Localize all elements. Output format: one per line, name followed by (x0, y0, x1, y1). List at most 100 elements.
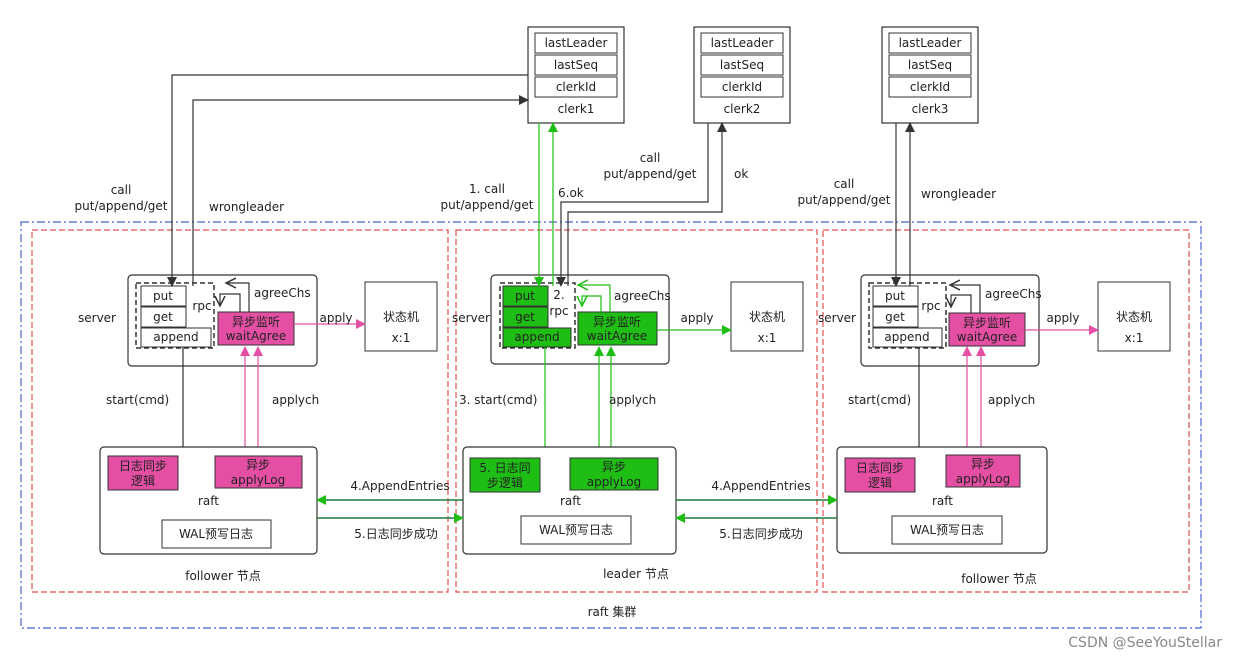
leader-role-label: leader 节点 (603, 567, 669, 581)
right-append-label: append (884, 330, 929, 344)
leader-log-sync (469, 457, 541, 493)
right-wal-box (891, 515, 1003, 545)
left-async-monitor (217, 311, 295, 346)
clerk2-name: clerk2 (724, 102, 761, 116)
clerk2-field-lastseq: lastSeq (720, 58, 764, 72)
leader-state-machine-value: x:1 (758, 331, 777, 345)
clerk2-call-arrow (556, 123, 709, 287)
left-async-apply (214, 455, 303, 489)
right-get-button (872, 306, 919, 328)
leader-apply-label: apply (680, 311, 713, 325)
follower-node-right-frame (822, 229, 1190, 593)
leader-applych-label: applych (609, 393, 656, 407)
leader-async-apply-line2: applyLog (587, 475, 641, 489)
leader-get-button (502, 306, 549, 328)
right-append-entries-label: 4.AppendEntries (711, 479, 810, 493)
left-apply-label: apply (319, 311, 352, 325)
clerk3-field-lastleader: lastLeader (899, 36, 962, 50)
leader-call-line2: put/append/get (441, 198, 534, 212)
clerk2-call-line1: call (640, 151, 661, 165)
leader-get-label: get (515, 310, 535, 324)
right-start-label: start(cmd) (848, 393, 911, 407)
leader-wal-label: WAL预写日志 (539, 523, 613, 537)
left-state-machine (364, 281, 438, 352)
leader-agree-arrow-inner (582, 295, 602, 312)
right-async-monitor (948, 312, 1026, 347)
leader-put-button (502, 285, 549, 307)
left-sync-success-label: 5.日志同步成功 (354, 527, 437, 541)
clerk2-box: lastLeader lastSeq clerkId clerk2 (693, 26, 791, 124)
left-wrongleader-arrow (192, 95, 529, 286)
leader-rpc-step: 2. (553, 288, 564, 302)
right-async-apply-line1: 异步 (971, 457, 995, 471)
leader-async-apply-line1: 异步 (602, 460, 626, 474)
leader-state-machine (730, 281, 804, 352)
right-state-machine (1097, 281, 1171, 352)
left-async-apply-line1: 异步 (246, 458, 270, 472)
left-wrongleader-label: wrongleader (209, 200, 284, 214)
clerk2-ok-label: ok (734, 167, 748, 181)
left-append-entries-label: 4.AppendEntries (350, 479, 449, 493)
leader-server-label: server (452, 311, 490, 325)
right-call-line1: call (834, 177, 855, 191)
left-async-monitor-line2: waitAgree (226, 329, 286, 343)
clerk3-field-lastseq: lastSeq (908, 58, 952, 72)
leader-async-monitor-line2: waitAgree (587, 329, 647, 343)
right-log-sync-line2: 逻辑 (868, 476, 892, 490)
right-append-button (872, 327, 943, 348)
raft-cluster-label: raft 集群 (588, 604, 637, 619)
left-call-line2: put/append/get (75, 199, 168, 213)
right-applych-label: applych (988, 393, 1035, 407)
left-agree-arrow-inner (220, 293, 241, 312)
leader-log-sync-line1: 5. 日志同 (479, 461, 530, 475)
clerk1-field-lastseq: lastSeq (554, 58, 598, 72)
right-log-sync (844, 457, 916, 493)
leader-async-monitor (577, 311, 658, 346)
left-async-apply-line2: applyLog (231, 473, 285, 487)
left-rpc-label: rpc (192, 299, 211, 313)
leader-state-machine-title: 状态机 (749, 310, 785, 324)
right-put-label: put (885, 289, 905, 303)
right-rpc-frame (868, 282, 947, 349)
leader-put-label: put (515, 289, 535, 303)
right-log-sync-line1: 日志同步 (856, 461, 904, 475)
right-get-label: get (885, 310, 905, 324)
clerk1-name: clerk1 (558, 102, 595, 116)
right-wrongleader-label: wrongleader (921, 187, 996, 201)
right-agree-arrow-inner (951, 294, 972, 313)
left-append-label: append (153, 330, 198, 344)
left-log-sync-line1: 日志同步 (119, 459, 167, 473)
clerk1-field-clerkid: clerkId (556, 80, 596, 94)
right-agree-arrow-outer (950, 285, 981, 313)
leader-call-line1: 1. call (469, 182, 505, 196)
leader-rpc-label: rpc (549, 304, 568, 318)
right-wal-label: WAL预写日志 (910, 523, 984, 537)
right-state-machine-value: x:1 (1125, 331, 1144, 345)
right-agree-label: agreeChs (985, 287, 1042, 301)
clerk1-field-lastleader: lastLeader (545, 36, 608, 50)
leader-ok-label: 6.ok (558, 186, 584, 200)
clerk2-call-line2: put/append/get (604, 167, 697, 181)
leader-async-monitor-line1: 异步监听 (593, 315, 641, 329)
clerk2-field-lastleader: lastLeader (711, 36, 774, 50)
leader-raft-label: raft (560, 494, 581, 508)
left-call-line1: call (111, 183, 132, 197)
leader-agree-arrow-outer (578, 285, 611, 312)
right-async-apply-line2: applyLog (956, 472, 1010, 486)
left-call-arrow (167, 74, 528, 287)
left-role-label: follower 节点 (185, 569, 261, 583)
right-sync-success-label: 5.日志同步成功 (719, 527, 802, 541)
leader-async-apply (569, 457, 659, 491)
right-call-line2: put/append/get (798, 193, 891, 207)
left-start-label: start(cmd) (106, 393, 169, 407)
left-applych-label: applych (272, 393, 319, 407)
right-apply-label: apply (1046, 311, 1079, 325)
leader-start-label: 3. start(cmd) (459, 393, 537, 407)
left-get-button (140, 306, 187, 328)
leader-append-button (502, 327, 572, 348)
left-put-button (140, 285, 187, 307)
clerk3-field-clerkid: clerkId (910, 80, 950, 94)
clerk1-box: lastLeader lastSeq clerkId clerk1 (527, 26, 625, 124)
leader-wal-box (520, 515, 632, 545)
right-state-machine-title: 状态机 (1116, 310, 1152, 324)
